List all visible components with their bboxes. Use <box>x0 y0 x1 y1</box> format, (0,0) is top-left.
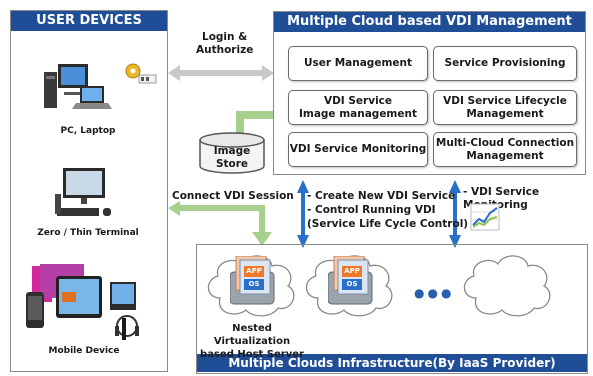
app-chip-2: APP <box>342 266 362 277</box>
mobile-device-label: Mobile Device <box>48 346 120 356</box>
pc-laptop-icon <box>42 62 114 116</box>
multi-cloud-connection-box: Multi-Cloud Connection Management <box>433 132 577 167</box>
host-server-label: Nested Virtualization based Host Server <box>200 323 304 360</box>
infrastructure-panel <box>196 244 588 374</box>
monitoring-chart-icon <box>470 203 500 231</box>
image-store-label: Image Store <box>213 145 251 170</box>
connect-vdi-session-label: Connect VDI Session <box>172 190 294 202</box>
os-chip-1: OS <box>244 279 264 290</box>
control-vdi-text: - Control Running VDI <box>307 204 436 216</box>
thin-terminal-icon <box>55 168 113 222</box>
lifecycle-control-text: (Service Life Cycle Control) <box>307 218 469 230</box>
app-chip-1: APP <box>244 266 264 277</box>
infrastructure-title: Multiple Clouds Infrastructure(By IaaS P… <box>197 354 587 372</box>
vdi-image-management-box: VDI Service Image management <box>288 90 428 125</box>
os-chip-2: OS <box>342 279 362 290</box>
login-authorize-label: Login & Authorize <box>196 31 254 56</box>
mobile-devices-icon <box>26 262 158 342</box>
pc-laptop-label: PC, Laptop <box>60 126 116 136</box>
service-provisioning-box: Service Provisioning <box>433 46 577 81</box>
user-devices-panel: USER DEVICES <box>10 10 168 372</box>
create-vdi-text: - Create New VDI Service <box>307 190 456 202</box>
user-devices-title: USER DEVICES <box>11 11 167 31</box>
thin-terminal-label: Zero / Thin Terminal <box>37 228 139 238</box>
vdi-service-monitoring-box: VDI Service Monitoring <box>288 132 428 167</box>
user-management-box: User Management <box>288 46 428 81</box>
management-title: Multiple Cloud based VDI Management <box>274 12 585 32</box>
more-hosts-ellipsis: ●●● <box>414 286 455 300</box>
image-store-icon <box>198 132 266 174</box>
vdi-lifecycle-management-box: VDI Service Lifecycle Management <box>433 90 577 125</box>
key-lock-icon <box>124 62 158 88</box>
